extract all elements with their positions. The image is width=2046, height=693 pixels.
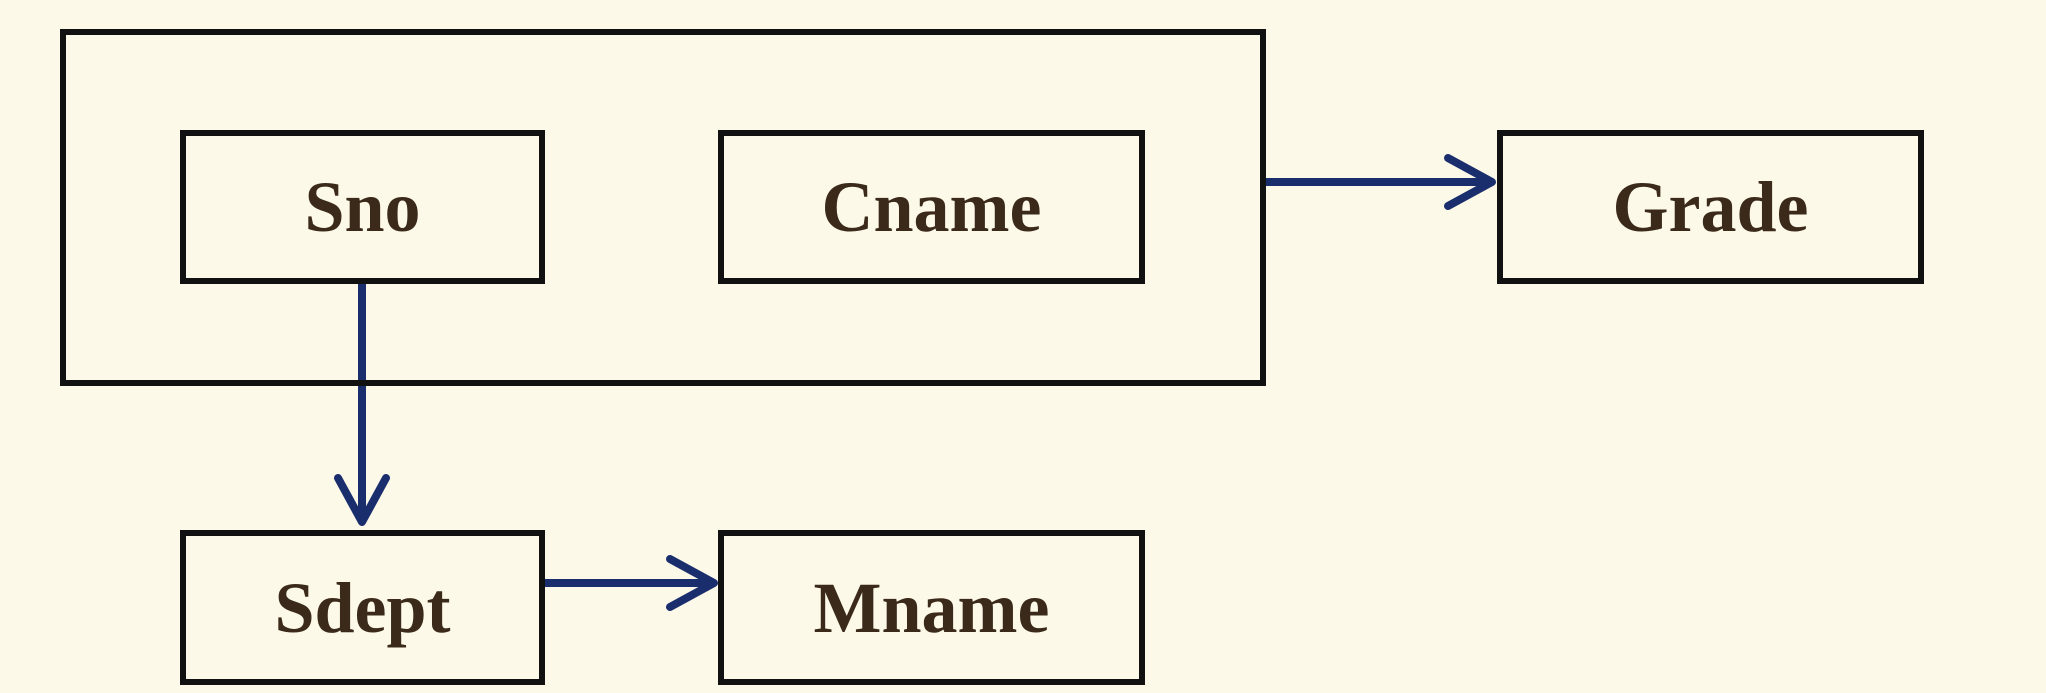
node-grade: Grade	[1497, 130, 1924, 284]
node-sno: Sno	[180, 130, 545, 284]
node-sdept-label: Sdept	[274, 567, 451, 648]
node-cname: Cname	[718, 130, 1145, 284]
node-grade-label: Grade	[1612, 167, 1809, 247]
edge-sno-to-sdept	[334, 280, 390, 526]
node-sdept: Sdept	[180, 530, 545, 685]
edge-sdept-to-mname	[541, 555, 718, 611]
node-cname-label: Cname	[821, 167, 1042, 247]
composite-key-group	[60, 29, 1266, 386]
edge-composite-to-grade	[1262, 154, 1496, 210]
node-mname: Mname	[718, 530, 1145, 685]
node-sno-label: Sno	[304, 167, 421, 247]
node-mname-label: Mname	[813, 567, 1050, 648]
